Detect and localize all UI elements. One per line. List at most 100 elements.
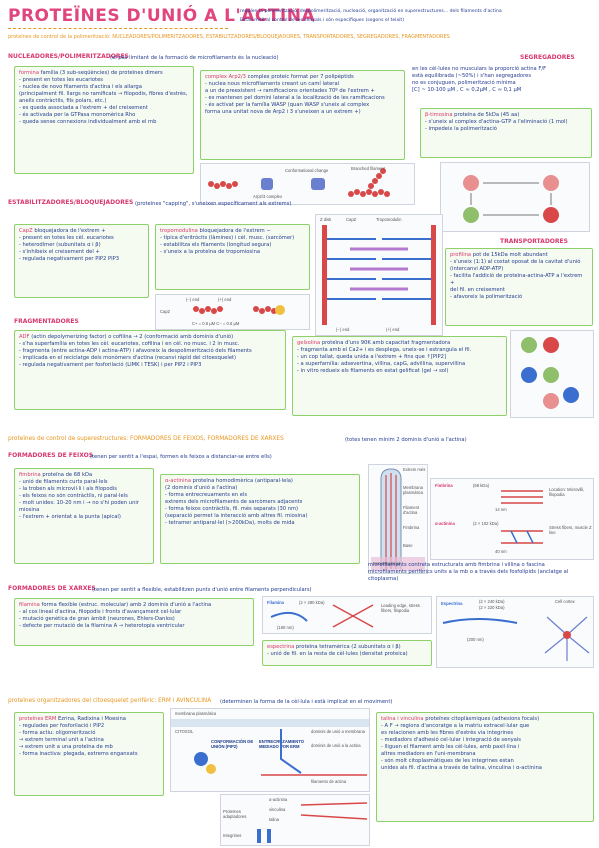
arp-box: complex Arp2/3 complex proteic format pe…: [200, 70, 405, 160]
filamin-fig-where: Leading edge, stress fibers, filopodia: [381, 603, 420, 613]
arp-fig-label: Arp2/3 complex: [253, 194, 283, 199]
section-bundles: FORMADORES DE FEIXOS: [8, 452, 94, 459]
microvillus-label: Xarxa terminal: [373, 561, 400, 566]
thymosin-box: β-timosina proteïna de 5kDa (45 aa) - s'…: [420, 108, 592, 158]
adf-line: - implicada en el reciclatge dels monòme…: [19, 355, 237, 362]
arp-branch-illustration: [208, 168, 390, 197]
sarcomere-illustration: [322, 225, 436, 325]
spectrin-fig-mass: (2 × 220 kDa): [479, 605, 505, 610]
thymosin-text: proteïna de 5kDa (45 aa): [454, 112, 520, 118]
erm-line: - forma inactiva: plegada, extrems engan…: [19, 751, 138, 758]
erm-fig-label: membrana plasmàtica: [175, 711, 217, 716]
thymosin-head: β-timosina: [425, 112, 453, 118]
seg-line: no es conjuguen, polimerització mínima: [412, 80, 516, 87]
formin-line: - present en totes les eucariotes: [19, 77, 103, 84]
formin-head: formina: [19, 70, 40, 76]
arp-fig-label: Conformational change: [285, 168, 329, 173]
profilin-head: profilina: [450, 252, 472, 258]
capz-head: CapZ: [19, 228, 33, 234]
filamin-text: forma flexible (estruc. molecular) amb 2…: [41, 602, 212, 608]
erm-fig-label: CONFORMACIÓN DE UNIÓN (PIP2): [211, 739, 254, 749]
fimbrin-line: - molt unides: 10-20 nm i → no s'hi pode…: [19, 500, 139, 514]
microvillus-figure: Extrem més Membrana plasmàtica Filament …: [368, 464, 428, 574]
adf-line: - regulada negativament per fosforilació…: [19, 362, 202, 369]
seg-line: [C] ~ 10-100 µM , C ≈ 0,2µM , C ≈ 0,1 µM: [412, 87, 522, 94]
erm-line: - regulades per fosforilació i PIP2: [19, 723, 105, 730]
profilin-line: - s'uneix (1:1) al costat oposat de la c…: [450, 259, 581, 266]
adf-line: - s'ha superfamília en totes les cèl. eu…: [19, 341, 240, 348]
talin-text: proteïnes citoplàsmiques (adhesions foca…: [425, 716, 540, 722]
bundle-notes: microfilaments contreta estructurats amb…: [368, 562, 596, 583]
microvillus-illustration: [371, 468, 425, 571]
fimbrin-line: - la troben als microvil·li i als filopo…: [19, 486, 117, 493]
adf-head: ADF: [19, 334, 30, 340]
focal-label: vinculina: [269, 807, 286, 812]
arp-figure: Conformational change Arp2/3 complex Bra…: [200, 163, 415, 205]
bundle-name-actinin: α-actinina: [435, 521, 455, 526]
capz-fig-label: Cap2: [160, 309, 171, 314]
formin-line: - es queda associada a l'extrem + del cr…: [19, 105, 148, 112]
seg-line: està equilibrada (~50%) i s'han segregad…: [412, 73, 532, 80]
tropomodulin-line: - típica d'eritròcits (làmines) i cèl. m…: [160, 235, 295, 242]
sarcomere-label: Z disk: [320, 217, 332, 222]
page-title: PROTEÏNES D'UNIÓ A L'ACTINA: [8, 6, 316, 26]
bundle-note: microfilaments perifèrics units a la mb …: [368, 569, 569, 583]
actinin-line: - forma entrecreuaments en els: [165, 492, 248, 499]
erm-fig-label: dominis de unió a membrana: [311, 729, 366, 734]
filamin-box: filamina forma flexible (estruc. molecul…: [14, 598, 254, 646]
microvillus-label: Membrana plasmàtica: [403, 485, 424, 495]
membrane-note: (determinen la forma de la cèl·lula i es…: [220, 699, 393, 705]
actinin-line: extrems dels microfilaments de sarcòmers…: [165, 499, 303, 506]
bundle-mass-fimbrin: (68 kDa): [473, 483, 490, 488]
profilin-line: - facilita l'addició de proteïna-actina-…: [450, 273, 583, 287]
section-segregators: SEGREGADORES: [520, 54, 575, 61]
gelsolin-line: - fragmenta amb el Ca2+ i es desplega, u…: [297, 347, 472, 354]
filamin-line: - al cos lineal d'actina, filopodis i fr…: [19, 609, 182, 616]
profilin-line: - afavoreix la polimerització: [450, 294, 523, 301]
fimbrin-line: - l'extrem + orientat a la punta (apical…: [19, 514, 121, 521]
spectrin-box: espectrina proteïna tetramèrica (2 subun…: [262, 640, 432, 666]
thymosin-line: - impedeix la polimerització: [425, 126, 497, 133]
tropomodulin-line: - estabilitza els filaments (longitud se…: [160, 242, 272, 249]
formin-sub: família (3 sub-seqüències) de proteïnes …: [40, 70, 163, 76]
profilin-figure: [510, 330, 594, 418]
spectrin-fig-where: Cell cortex: [555, 599, 575, 604]
erm-illustration: [194, 729, 367, 776]
section-superstructure: proteïnes de control de superestructures…: [8, 436, 284, 442]
spectrin-fig-length: (200 nm): [467, 637, 484, 642]
sarcomere-figure: Z disk CapZ Tropomodulin (−) end (+) end: [315, 214, 443, 336]
filamin-fig-length: (160 nm): [277, 625, 294, 630]
formin-box: formina família (3 sub-seqüències) de pr…: [14, 66, 194, 174]
bundle-name-fimbrin: Fimbrina: [435, 483, 453, 488]
sarcomere-label: (−) end: [336, 327, 350, 332]
focal-illustration: [257, 802, 368, 843]
capz-line: - s'inhibeix el creixement del +: [19, 249, 100, 256]
bundle-spacing: 40 nm: [495, 549, 507, 554]
filamin-head: filamina: [19, 602, 40, 608]
microvillus-label: Base: [403, 543, 413, 548]
filamin-fig-mass: (2 × 280 kDa): [299, 600, 325, 605]
erm-line: → extrem unit a una proteïna de mb: [19, 744, 113, 751]
arp-line: forma una unitat nova de Arp2 i 3 s'unei…: [205, 109, 361, 116]
actinin-line: - forma feixos contràctils, fil. més sep…: [165, 506, 299, 513]
talin-line: unides als fil. d'actina a través de tal…: [381, 765, 542, 772]
section-stabilizers: ESTABILITZADORES/BLOQUEJADORES: [8, 199, 134, 206]
spectrin-text: proteïna tetramèrica (2 subunitats α i β…: [295, 644, 401, 650]
section-fragmenters: FRAGMENTADORES: [14, 318, 79, 325]
spectrin-fig-name: Espectrina: [441, 601, 463, 606]
capz-fig-label: (+) end: [218, 297, 232, 302]
bundle-where-actinin: Stress fibers, muscle Z line: [549, 525, 592, 535]
adf-text: (actin depolymerizing factor) o cofilina…: [31, 334, 234, 340]
section-membrane: proteïnes organitzadores del citoesquele…: [8, 698, 212, 704]
erm-fig-label: filamento de actina: [311, 779, 347, 784]
capz-line: - present en totes les cèl. eucariotes: [19, 235, 114, 242]
focal-label: α-actinina: [269, 797, 288, 802]
arp-line: - nuclea nous microfilaments creant un c…: [205, 81, 340, 88]
capz-filament-illustration: [193, 305, 285, 315]
fimbrin-head: fimbrina: [19, 472, 41, 478]
thymosin-figure: [440, 162, 590, 232]
talin-line: - lliguen el filament amb les cèl·lules,…: [381, 744, 520, 751]
actinin-line: - tetramer antiparal·lel (>200kDa), molt…: [165, 520, 295, 527]
actinin-box: α-actinina proteïna homodimèrica (antipa…: [160, 474, 360, 564]
adf-line: - fragmenta (entre actina-ADP i actina-A…: [19, 348, 252, 355]
